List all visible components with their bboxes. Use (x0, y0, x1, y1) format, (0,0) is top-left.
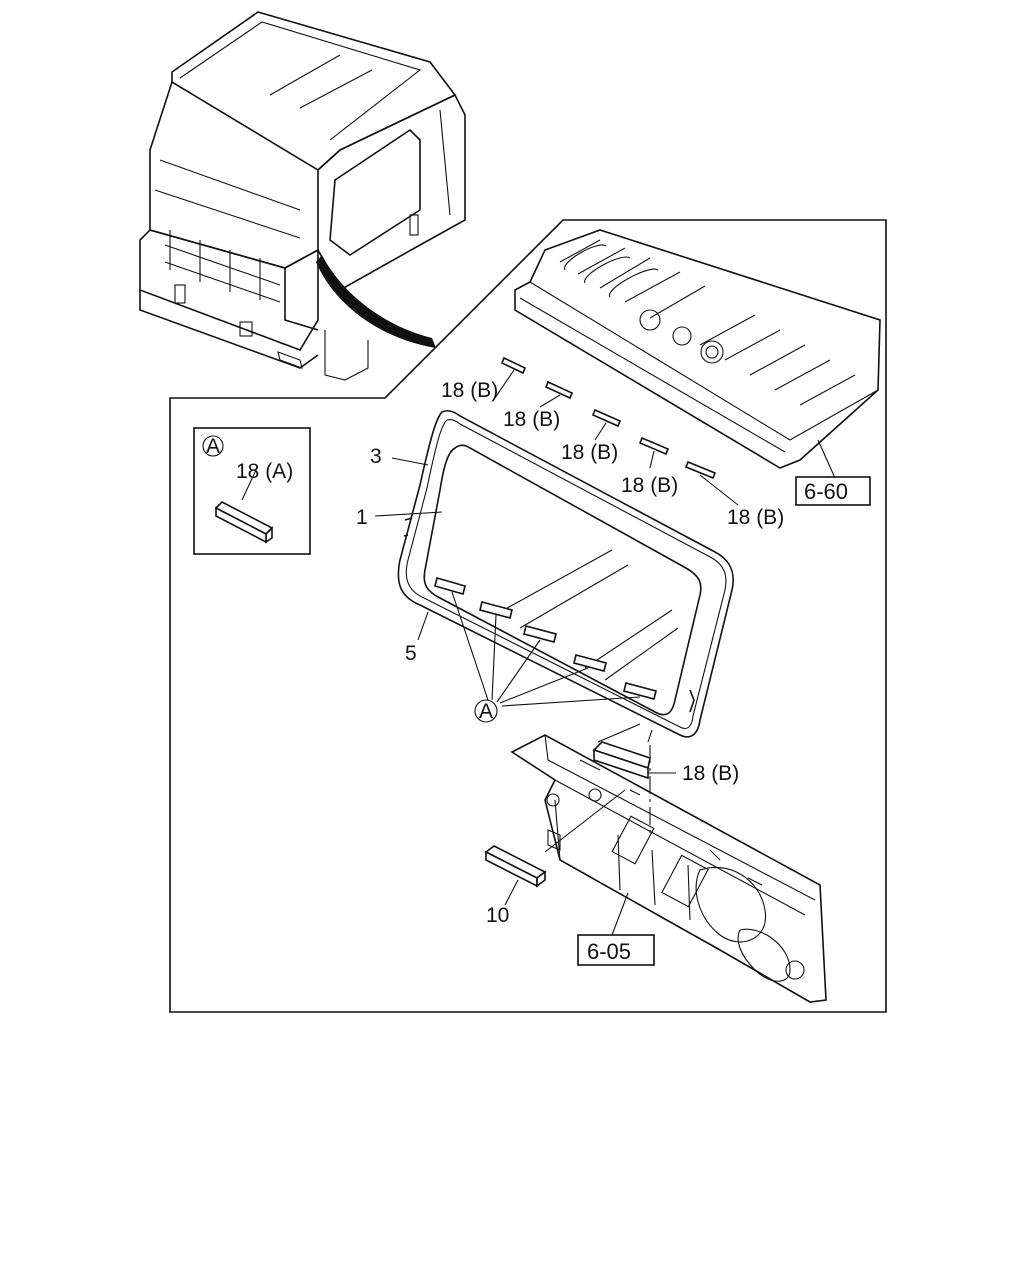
callout-labels: 3 1 5 10 18 (B) 18 (B) 18 (B) 18 (B) 18 … (206, 379, 784, 927)
callout-5: 5 (405, 642, 417, 665)
callout-1: 1 (356, 506, 368, 529)
detail-frame (169, 219, 887, 1013)
callout-18b-1: 18 (B) (441, 379, 498, 402)
callout-18a: 18 (A) (236, 460, 293, 483)
callout-18b-5: 18 (B) (727, 506, 784, 529)
leader-lines-main (374, 457, 443, 641)
callout-18b-4: 18 (B) (621, 474, 678, 497)
pad-10 (484, 789, 626, 906)
ref-box-dash: 6-05 (577, 934, 655, 966)
leader-lines-18b-roof (494, 369, 836, 506)
dash-panel (510, 734, 827, 1003)
dam-strip-a-2 (479, 601, 513, 619)
dam-strip-b-3 (591, 408, 622, 428)
truck-cab-illustration (139, 11, 466, 381)
detail-marker-a-box: A (206, 435, 220, 458)
dam-strip-b-5 (684, 460, 717, 480)
detail-a-box (193, 427, 311, 555)
dam-strips-b-roof (500, 356, 717, 480)
callout-3: 3 (370, 445, 382, 468)
detail-marker-a: A (479, 700, 493, 723)
dam-strip-a-5 (623, 682, 657, 700)
dam-strip-a-1 (434, 577, 466, 595)
dam-strip-b-4 (638, 436, 670, 456)
leader-lines-a (451, 591, 641, 707)
dam-strip-a-3 (523, 625, 557, 643)
dam-strip-b-1 (500, 356, 527, 375)
callout-18b-dash: 18 (B) (682, 762, 739, 785)
callout-18b-3: 18 (B) (561, 441, 618, 464)
windshield-assembly (397, 410, 734, 738)
dam-strip-b-2 (544, 380, 574, 400)
dam-strips-a-glass (434, 577, 657, 700)
callout-10: 10 (486, 904, 509, 927)
ref-6-05: 6-05 (587, 939, 631, 964)
dam-strip-a-4 (573, 654, 607, 672)
ref-box-roof: 6-60 (795, 476, 871, 506)
ref-6-60: 6-60 (804, 479, 848, 504)
callout-18b-2: 18 (B) (503, 408, 560, 431)
roof-panel (514, 229, 881, 469)
